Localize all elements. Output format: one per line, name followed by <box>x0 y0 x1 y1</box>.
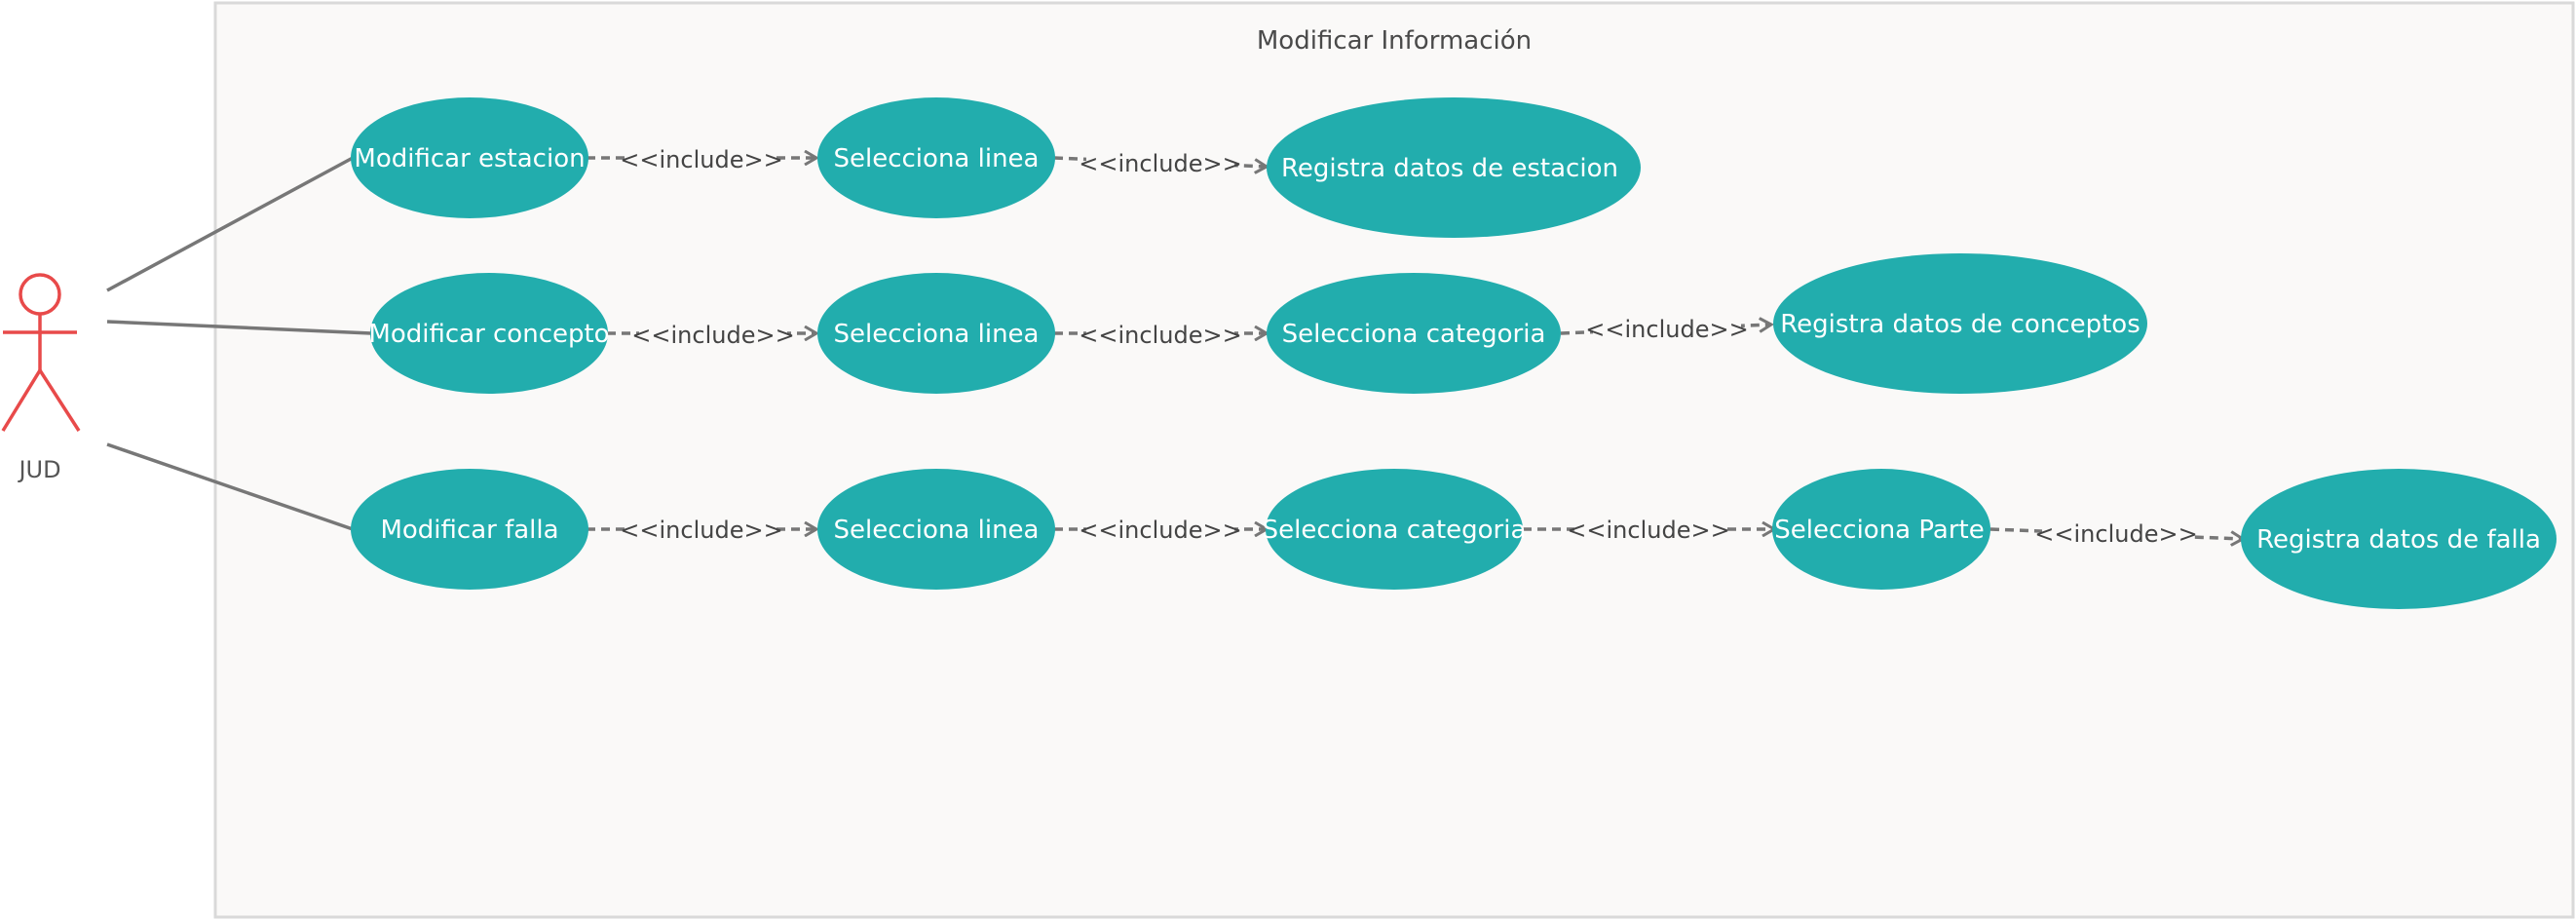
use-case-label: Selecciona linea <box>834 144 1040 173</box>
use-case-label: Registra datos de conceptos <box>1780 310 2140 339</box>
use-case-selecciona-categoria[interactable]: Selecciona categoria <box>1267 273 1561 394</box>
include-relations: <<include>> <<include>> <<include>> <<in… <box>587 143 2243 548</box>
include-label: <<include>> <box>1567 517 1729 544</box>
include-relation: <<include>> <box>1053 148 1267 177</box>
actor-figure-icon <box>1 273 81 432</box>
use-case-label: Modificar falla <box>380 516 558 545</box>
actor-jud[interactable]: JUD <box>1 273 81 483</box>
include-relation: <<include>> <box>607 319 816 349</box>
include-label: <<include>> <box>631 322 794 349</box>
include-label: <<include>> <box>1079 322 1241 349</box>
use-case-registra-datos-de-falla[interactable]: Registra datos de falla <box>2241 469 2557 609</box>
use-case-label: Modificar estacion <box>354 144 585 173</box>
actor-label: JUD <box>17 456 60 483</box>
use-case-selecciona-categoria[interactable]: Selecciona categoria <box>1263 469 1527 590</box>
association-lines <box>106 156 372 531</box>
use-case-label: Selecciona linea <box>834 320 1040 349</box>
use-case-registra-datos-de-conceptos[interactable]: Registra datos de conceptos <box>1773 253 2147 394</box>
association-line <box>106 442 354 531</box>
use-case-label: Modificar concepto <box>368 320 609 349</box>
include-relation: <<include>> <box>1054 319 1267 349</box>
include-label: <<include>> <box>1079 517 1241 544</box>
association-line <box>106 320 372 335</box>
include-label: <<include>> <box>2034 520 2197 548</box>
include-relation: <<include>> <box>1560 314 1771 343</box>
include-label: <<include>> <box>620 517 782 544</box>
use-case-registra-datos-de-estacion[interactable]: Registra datos de estacion <box>1267 97 1641 238</box>
use-case-label: Selecciona categoria <box>1263 516 1527 545</box>
use-case-label: Registra datos de falla <box>2256 525 2541 555</box>
use-case-selecciona-parte[interactable]: Selecciona Parte <box>1772 469 1990 590</box>
include-relation: <<include>> <box>1523 515 1774 544</box>
include-label: <<include>> <box>1585 316 1748 343</box>
include-label: <<include>> <box>1079 150 1241 177</box>
use-case-label: Registra datos de estacion <box>1281 154 1618 183</box>
include-relation: <<include>> <box>1054 515 1267 544</box>
use-case-selecciona-linea[interactable]: Selecciona linea <box>817 97 1055 218</box>
diagram-title: Modificar Información <box>1257 26 1532 56</box>
use-case-modificar-falla[interactable]: Modificar falla <box>351 469 588 590</box>
include-relation: <<include>> <box>1989 518 2243 548</box>
use-case-modificar-estacion[interactable]: Modificar estacion <box>351 97 588 218</box>
use-case-label: Selecciona linea <box>834 516 1040 545</box>
use-case-modificar-concepto[interactable]: Modificar concepto <box>368 273 610 394</box>
use-case-label: Selecciona Parte <box>1774 516 1984 545</box>
include-relation: <<include>> <box>587 515 816 544</box>
association-line <box>106 156 354 292</box>
use-cases: Modificar estacion Selecciona linea Regi… <box>351 97 2557 609</box>
use-case-label: Selecciona categoria <box>1282 320 1546 349</box>
use-case-selecciona-linea[interactable]: Selecciona linea <box>817 469 1055 590</box>
include-relation: <<include>> <box>587 143 816 173</box>
include-label: <<include>> <box>620 146 782 173</box>
use-case-selecciona-linea[interactable]: Selecciona linea <box>817 273 1055 394</box>
